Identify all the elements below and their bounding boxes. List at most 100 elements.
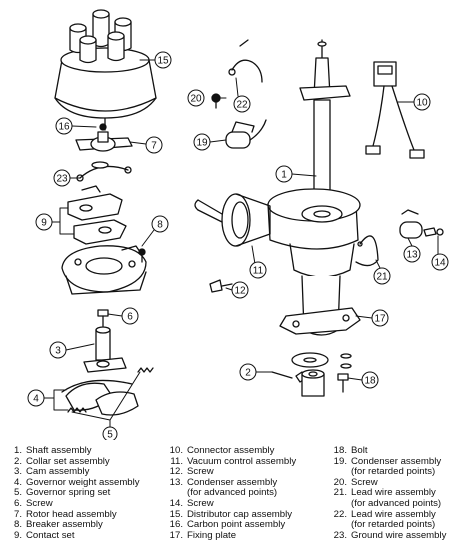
callout-7: 7: [145, 136, 163, 154]
vacuum-control-drawing: [194, 193, 271, 247]
legend-item: 4.Governor weight assembly: [13, 476, 140, 488]
callout-9: 9: [35, 213, 53, 231]
rotor-head-drawing: [75, 131, 133, 152]
callout-3: 3: [49, 341, 67, 359]
distributor-cap-drawing: [54, 9, 157, 131]
cam-drawing: [83, 326, 127, 373]
contact-set-drawing: [67, 185, 127, 245]
legend-item: 22.Lead wire assembly: [333, 508, 436, 520]
callout-6: 6: [121, 307, 139, 325]
callout-19: 19: [193, 133, 211, 151]
svg-text:21: 21: [376, 272, 388, 283]
svg-text:19: 19: [196, 138, 208, 149]
callout-21: 21: [373, 267, 391, 285]
housing-drawing: [267, 188, 361, 336]
legend-item: 13.Condenser assembly: [169, 476, 278, 488]
legend-item: 10.Connector assembly: [169, 445, 275, 456]
svg-text:15: 15: [157, 56, 169, 67]
svg-text:20: 20: [190, 94, 202, 105]
callout-4: 4: [27, 389, 45, 407]
svg-text:18: 18: [364, 376, 376, 387]
condenser-13-drawing: [399, 209, 423, 239]
callout-2: 2: [239, 363, 257, 381]
svg-text:23: 23: [56, 174, 68, 185]
callouts: 15 16 7 23 9 8 6 3 4 5 1 20 22 19 10 11 …: [27, 51, 449, 441]
callout-22: 22: [233, 95, 251, 113]
legend-item: 11.Vacuum control assembly: [170, 455, 297, 467]
legend-item: 7.Rotor head assembly: [13, 508, 117, 520]
ground-wire-drawing: [76, 161, 132, 182]
legend-item: 16.Carbon point assembly: [169, 519, 286, 531]
callout-23: 23: [53, 169, 71, 187]
legend-item: 20.Screw: [333, 476, 378, 488]
callout-5: 5: [102, 426, 118, 441]
callout-8: 8: [151, 215, 169, 233]
svg-text:17: 17: [374, 314, 386, 325]
condenser-19-drawing: [225, 119, 267, 149]
bolt-18-drawing: [337, 373, 349, 393]
svg-text:16: 16: [58, 122, 70, 133]
screw-12-drawing: [209, 279, 233, 293]
carbon-point-drawing: [99, 123, 107, 131]
callout-13: 13: [403, 245, 421, 263]
svg-text:3: 3: [55, 346, 61, 357]
exploded-distributor-diagram: 15 16 7 23 9 8 6 3 4 5 1 20 22 19 10 11 …: [27, 9, 449, 441]
callout-17: 17: [371, 309, 389, 327]
legend-item-note: (for retarded points): [351, 466, 436, 478]
svg-text:8: 8: [157, 220, 163, 231]
legend-item: 5.Governor spring set: [13, 487, 111, 499]
lead-wire-22-drawing: [228, 39, 263, 83]
legend-item-note: (for retarded points): [351, 519, 436, 531]
svg-text:11: 11: [253, 266, 264, 277]
legend-item: 12.Screw: [169, 466, 214, 478]
governor-weights-drawing: [61, 379, 139, 416]
svg-text:5: 5: [107, 430, 113, 441]
callout-12: 12: [231, 281, 249, 299]
legend-item: 21.Lead wire assembly: [333, 487, 436, 499]
legend-column-1: 1.Shaft assembly 2.Collar set assembly 3…: [10, 445, 140, 541]
legend-item: 19.Condenser assembly: [333, 455, 442, 467]
svg-text:13: 13: [406, 250, 418, 261]
svg-text:2: 2: [245, 368, 251, 379]
callout-leaders: [43, 59, 439, 429]
callout-18: 18: [361, 371, 379, 389]
legend-item: 1.Shaft assembly: [13, 445, 92, 456]
legend-item: 9.Contact set: [13, 529, 75, 541]
legend-item: 8.Breaker assembly: [13, 519, 103, 531]
legend-column-2: 10.Connector assembly 11.Vacuum control …: [168, 445, 297, 541]
svg-text:22: 22: [236, 100, 248, 111]
legend-item: 2.Collar set assembly: [13, 455, 110, 467]
callout-14: 14: [431, 253, 449, 271]
svg-text:9: 9: [41, 218, 47, 229]
svg-text:6: 6: [127, 312, 133, 323]
callout-16: 16: [55, 117, 73, 135]
callout-11: 11: [249, 261, 267, 279]
collar-set-drawing: [271, 352, 352, 397]
svg-text:7: 7: [151, 141, 157, 152]
legend-item: 3.Cam assembly: [13, 466, 90, 478]
svg-text:4: 4: [33, 394, 39, 405]
svg-text:12: 12: [234, 286, 246, 297]
screw-20-drawing: [211, 93, 221, 109]
screw-6-drawing: [97, 309, 109, 327]
connector-assembly-drawing: [365, 61, 425, 159]
callout-10: 10: [413, 93, 431, 111]
svg-text:10: 10: [416, 98, 428, 109]
governor-springs-drawing: [67, 367, 154, 413]
svg-text:14: 14: [434, 258, 446, 269]
lead-wire-21-drawing: [355, 235, 379, 267]
callout-15: 15: [154, 51, 172, 69]
screw-14-drawing: [423, 227, 444, 237]
legend-item: 14.Screw: [169, 497, 214, 509]
legend-item-note: (for advanced points): [351, 497, 442, 509]
breaker-screw-drawing: [138, 248, 146, 263]
shaft-drawing: [299, 39, 351, 201]
breaker-plate-drawing: [61, 245, 147, 295]
legend-item-note: (for advanced points): [187, 487, 278, 499]
legend-item: 15.Distributor cap assembly: [169, 508, 293, 520]
callout-20: 20: [187, 89, 205, 107]
legend-item: 23.Ground wire assembly: [333, 529, 447, 541]
legend-column-3: 18.Bolt 19.Condenser assembly (for retar…: [332, 445, 447, 541]
callout-1: 1: [275, 165, 293, 183]
svg-text:1: 1: [281, 170, 287, 181]
